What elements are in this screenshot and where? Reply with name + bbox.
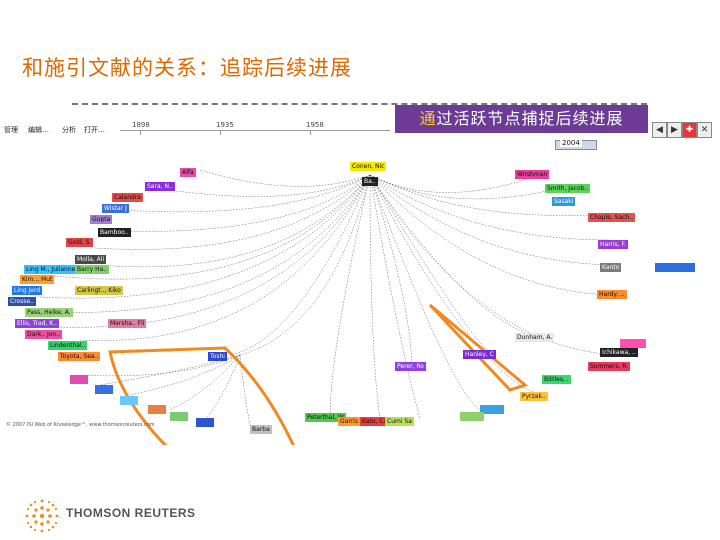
divider — [72, 103, 647, 105]
network-node[interactable]: Chaple, Sach.. — [588, 213, 636, 222]
network-node[interactable]: Sommers, R. — [588, 362, 631, 371]
network-node[interactable]: Gold, S. — [66, 238, 94, 247]
network-node[interactable]: Toshi — [208, 352, 227, 361]
network-node[interactable]: Ba.. — [362, 177, 378, 186]
network-node[interactable]: Sara, N.. — [145, 182, 175, 191]
network-node[interactable]: Perer, Ro — [395, 362, 426, 371]
banner-highlight: 通 — [419, 109, 437, 128]
year-ruler[interactable]: 1898 1935 1958 — [120, 121, 390, 136]
network-node[interactable] — [620, 339, 646, 348]
annotation-banner: 通过活跃节点捕捉后续进展 — [395, 105, 648, 133]
network-node[interactable]: Harris, F. — [598, 240, 629, 249]
network-node[interactable]: Ichikawa, .. — [600, 348, 638, 357]
network-node[interactable]: Gupta — [90, 215, 113, 224]
network-node[interactable]: Alfa — [180, 168, 196, 177]
network-node[interactable]: Dark.. Jon.. — [25, 330, 63, 339]
analyze-menu[interactable]: 分析 — [62, 126, 76, 134]
network-node[interactable] — [196, 418, 214, 427]
banner-text: 过活跃节点捕捉后续进展 — [436, 109, 624, 128]
network-node[interactable]: Barry Ha.. — [75, 265, 110, 274]
year-value: 2004 — [560, 139, 582, 147]
next-icon[interactable]: ▶ — [667, 122, 682, 138]
network-node[interactable] — [70, 375, 88, 384]
network-node[interactable]: Peterthal, W — [305, 413, 346, 422]
network-node[interactable]: Ling M., Julianne — [24, 265, 78, 274]
network-node[interactable]: Wirshman — [515, 170, 550, 179]
year-tick: 1958 — [306, 121, 324, 129]
network-node[interactable]: Pyrzak.. — [520, 392, 548, 401]
year-tick: 1935 — [216, 121, 234, 129]
network-node[interactable]: Smith, Jacob.. — [545, 184, 591, 193]
network-node[interactable]: Toyota, Sea.. — [58, 352, 101, 361]
edit-menu[interactable]: 编辑… — [28, 126, 49, 134]
network-node[interactable]: Bittles, . — [542, 375, 571, 384]
thomson-reuters-logo-icon — [25, 499, 59, 533]
network-node[interactable]: Wistar J — [102, 204, 129, 213]
network-node[interactable]: Hanley, C — [463, 350, 496, 359]
prev-icon[interactable]: ◀ — [652, 122, 667, 138]
network-node[interactable]: Kim.., Mut — [20, 275, 55, 284]
network-node[interactable]: Marsha.. Fli — [108, 319, 147, 328]
network-node[interactable] — [480, 405, 504, 414]
network-node[interactable]: Ling Jerd — [12, 286, 43, 295]
year-tick: 1898 — [132, 121, 150, 129]
network-node[interactable]: Hardy, .. — [597, 290, 627, 299]
toolbar: 管理 编辑… 分析 打开… — [0, 122, 720, 138]
open-menu[interactable]: 打开… — [84, 126, 105, 134]
network-node[interactable]: Ellis, Trad, K.. — [15, 319, 60, 328]
brand-name: THOMSON REUTERS — [66, 506, 196, 520]
network-node[interactable]: Bamboo.. — [98, 228, 131, 237]
network-node[interactable] — [460, 412, 484, 421]
network-node[interactable]: Barba — [250, 425, 272, 434]
network-node[interactable]: Calandra — [112, 193, 143, 202]
network-node[interactable] — [170, 412, 188, 421]
network-node[interactable]: Crosse.. — [8, 297, 36, 306]
zoom-icon[interactable]: ✚ — [682, 122, 697, 138]
network-node[interactable] — [655, 263, 695, 272]
root-node[interactable]: Conen, Nic — [350, 162, 387, 171]
network-node[interactable]: Cumi Sa — [385, 417, 414, 426]
network-node[interactable] — [95, 385, 113, 394]
network-node[interactable]: Pass, Heike, A. — [25, 308, 73, 317]
network-node[interactable]: Sasaki — [552, 197, 576, 206]
network-node[interactable]: Dunham, A. — [515, 333, 555, 342]
network-node[interactable]: Kanto — [600, 263, 622, 272]
network-node[interactable]: Lindenthal.. — [48, 341, 88, 350]
network-node[interactable]: Carlingt.., Kiko — [75, 286, 123, 295]
network-node[interactable] — [148, 405, 166, 414]
close-icon[interactable]: ✕ — [697, 122, 712, 138]
slide-title: 和施引文献的关系：追踪后续进展 — [22, 56, 352, 80]
highlight-triangle — [428, 303, 529, 392]
manage-menu[interactable]: 管理 — [4, 126, 18, 134]
network-node[interactable]: Molla, Ali — [75, 255, 107, 264]
network-node[interactable] — [120, 396, 138, 405]
network-node[interactable]: Garris — [338, 417, 360, 426]
copyright-note: © 2007 ISI Web of Knowledge™, www.thomso… — [6, 422, 155, 428]
network-node[interactable]: Kato, Cal — [360, 417, 391, 426]
citation-map-screenshot: 管理 编辑… 分析 打开… 1898 1935 1958 通过活跃节点捕捉后续进… — [0, 100, 720, 445]
